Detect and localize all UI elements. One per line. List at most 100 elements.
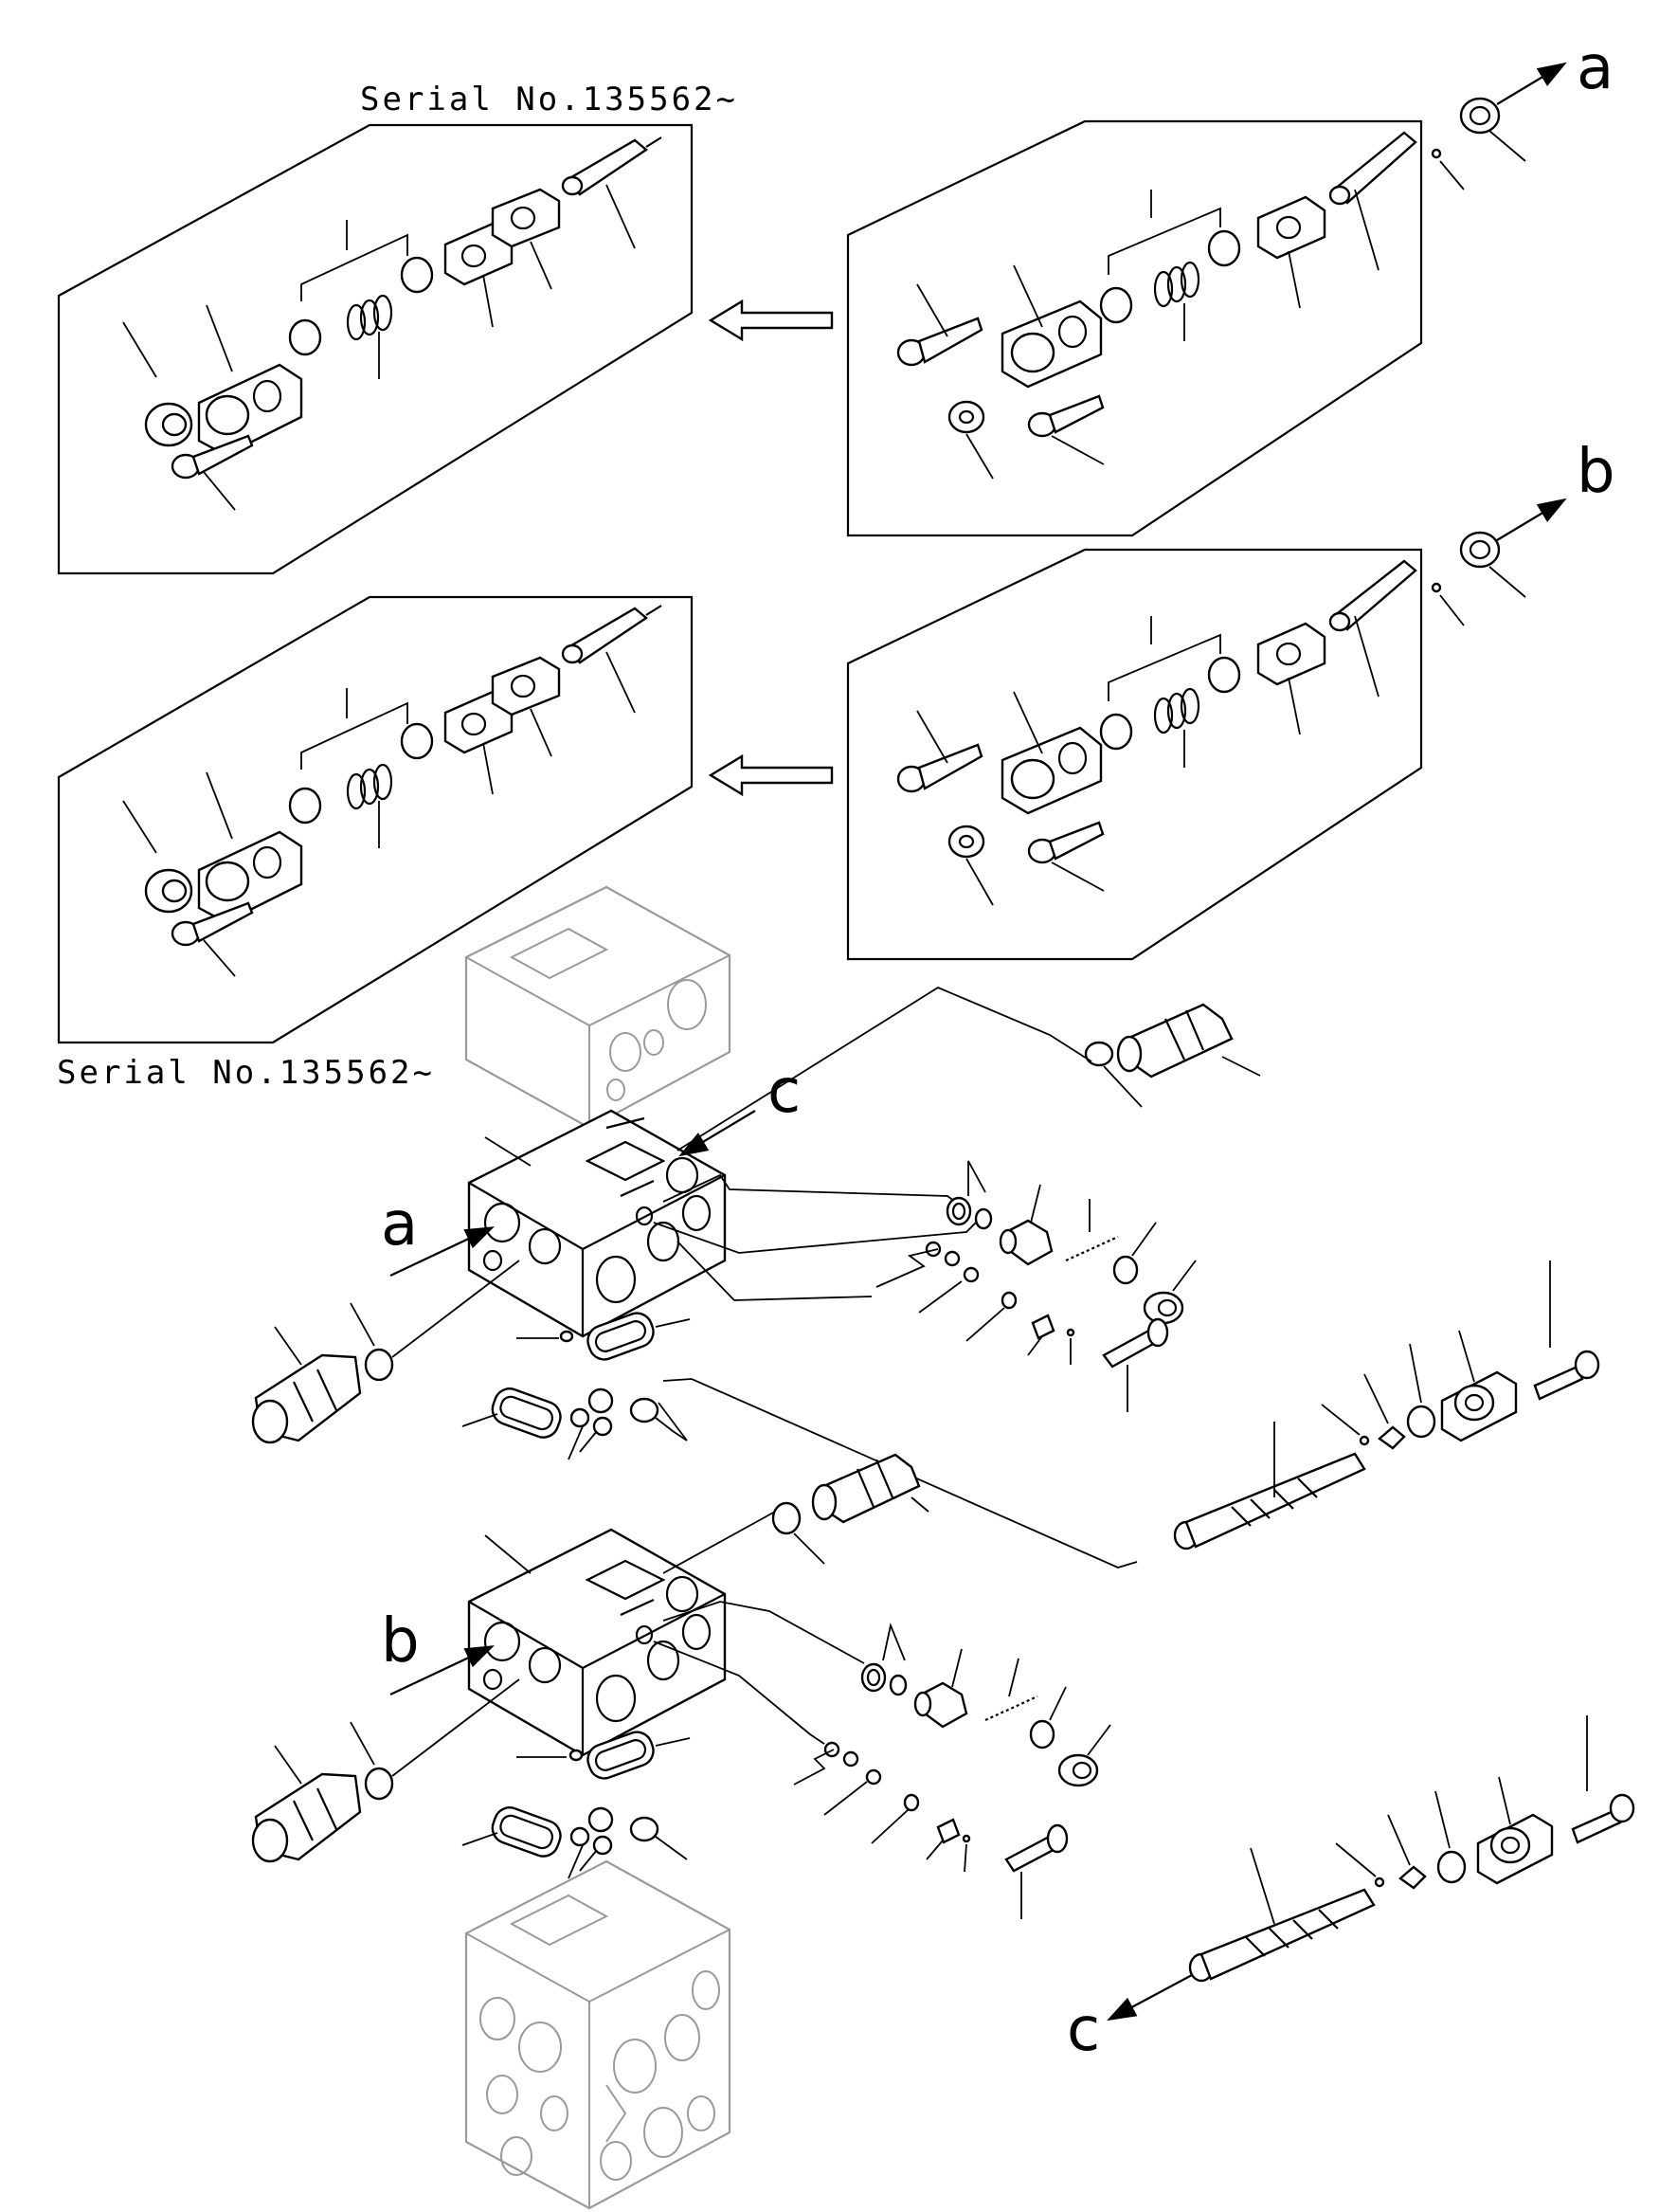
direction-arrow-icon: [708, 753, 834, 797]
o-ring-small-icon: [569, 1806, 659, 1856]
callout-a-block: a: [381, 1189, 419, 1260]
seal-a-group: [1431, 62, 1567, 190]
plate-icon: [1256, 195, 1326, 260]
o-ring-icon: [1436, 1850, 1467, 1884]
poppet-icon: [1031, 1314, 1055, 1340]
cap-icon: [144, 868, 193, 914]
o-ring-icon: [1084, 1041, 1114, 1067]
relief-valve-icon: [811, 1453, 921, 1524]
o-ring-small-icon: [925, 1241, 1018, 1310]
plate-icon: [491, 188, 561, 248]
spring-icon: [346, 763, 393, 810]
bolt-icon: [1027, 394, 1105, 438]
flange-icon: [1440, 1370, 1518, 1442]
serial-number-label-top: Serial No.135562~: [360, 81, 738, 118]
spring-icon: [346, 294, 393, 341]
callout-c-arrow: c: [767, 1057, 802, 1127]
arrow-c-icon: [678, 1110, 756, 1157]
gasket-icon: [586, 1312, 655, 1361]
gasket-icon: [491, 1806, 562, 1858]
plug-icon: [1378, 1425, 1406, 1450]
o-ring-icon: [1112, 1255, 1139, 1285]
sleeve-icon: [1099, 286, 1133, 324]
spring-icon: [1065, 1235, 1119, 1262]
gasket-icon: [491, 1387, 562, 1439]
retainer-icon: [400, 722, 434, 760]
bolt-icon: [1533, 1350, 1600, 1401]
valve-block-1: [467, 1109, 727, 1338]
valve-stem-icon: [1004, 1823, 1069, 1873]
seal-b-group: [1431, 498, 1567, 626]
arrow-c-bottom-icon: [1107, 1974, 1193, 2022]
callout-b-right: b: [1577, 437, 1615, 507]
valve-block-2: [467, 1528, 727, 1757]
washer-icon: [947, 400, 985, 434]
bolt-icon: [896, 743, 983, 793]
flange-icon: [197, 363, 303, 457]
spool-icon: [561, 605, 662, 664]
retainer-icon: [1207, 656, 1241, 694]
o-ring-small-icon: [569, 1387, 659, 1437]
gasket-icon: [586, 1731, 655, 1780]
poppet-icon: [936, 1818, 961, 1844]
o-ring-icon: [1406, 1405, 1436, 1439]
serial-number-label-middle: Serial No.135562~: [57, 1054, 435, 1092]
washer-icon: [947, 825, 985, 859]
panel-mid-right: [846, 548, 1423, 961]
cap-icon: [144, 402, 193, 447]
bolt-icon: [171, 901, 254, 947]
o-ring-icon: [1029, 1719, 1055, 1750]
relief-valve-icon: [251, 1353, 362, 1444]
retainer-icon: [1207, 229, 1241, 267]
sleeve-icon: [288, 318, 322, 356]
panel-top-left: [57, 123, 694, 575]
check-valve-icon: [999, 1219, 1054, 1266]
flange-icon: [1001, 726, 1103, 815]
direction-arrow-icon: [708, 299, 834, 342]
callout-a-right: a: [1577, 33, 1614, 103]
o-ring-icon: [364, 1348, 394, 1382]
panel-top-right: [846, 119, 1423, 537]
arrow-b-block-icon: [389, 1645, 495, 1695]
flange-icon: [197, 830, 303, 924]
arrow-a-block-icon: [389, 1226, 495, 1277]
reference-block-ghost-bottom: [464, 1859, 731, 2210]
bolt-icon: [896, 317, 983, 367]
panel-mid-left: [57, 595, 694, 1044]
sleeve-icon: [860, 1662, 887, 1693]
sleeve-icon: [946, 1196, 972, 1226]
spring-icon: [1153, 687, 1200, 734]
sleeve-icon: [1099, 713, 1133, 751]
check-valve-icon: [913, 1681, 968, 1729]
spool-assembly-icon: [1188, 1888, 1376, 1983]
reference-block-ghost-top: [464, 885, 731, 1130]
relief-valve-icon: [1116, 1003, 1234, 1079]
bolt-icon: [1571, 1793, 1635, 1844]
callout-b-block: b: [381, 1606, 420, 1677]
o-ring-icon: [771, 1501, 802, 1535]
spring-icon: [984, 1695, 1038, 1722]
bolt-icon: [1027, 821, 1105, 864]
spool-icon: [1328, 131, 1417, 206]
flange-icon: [1476, 1813, 1554, 1885]
spool-icon: [561, 136, 662, 196]
plate-icon: [491, 656, 561, 716]
retainer-icon: [400, 256, 434, 294]
callout-c-bottom: c: [1067, 1995, 1101, 2065]
plug-icon: [1143, 1291, 1184, 1325]
plug-icon: [1398, 1865, 1427, 1890]
o-ring-icon: [364, 1767, 394, 1801]
o-ring-small-icon: [823, 1741, 920, 1812]
valve-stem-icon: [1102, 1317, 1169, 1369]
spool-assembly-icon: [1173, 1452, 1366, 1550]
sleeve-icon: [288, 787, 322, 825]
bolt-icon: [171, 434, 254, 480]
spring-icon: [1153, 261, 1200, 308]
relief-valve-icon: [251, 1772, 362, 1863]
flange-icon: [1001, 299, 1103, 389]
plate-icon: [1256, 622, 1326, 686]
spool-icon: [1328, 559, 1417, 632]
plug-icon: [1057, 1753, 1099, 1787]
